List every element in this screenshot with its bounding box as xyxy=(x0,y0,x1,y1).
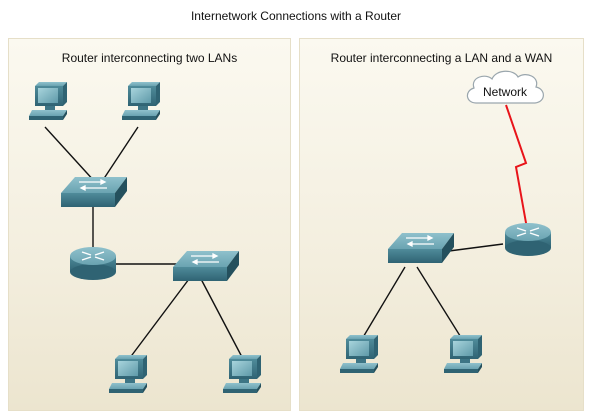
cable-switch-pc1 xyxy=(361,266,406,340)
diagram-title: Internetwork Connections with a Router xyxy=(190,9,402,23)
cable-switch2-pc3 xyxy=(128,278,190,360)
cable-switch2-pc4 xyxy=(200,278,244,360)
two-lans-diagram xyxy=(29,82,261,393)
panel-lan-wan: Router interconnecting a LAN and a WAN N… xyxy=(299,38,584,411)
panel-two-lans: Router interconnecting two LANs xyxy=(8,38,291,411)
cable-pc1-switch xyxy=(44,126,97,184)
cable-switch-router xyxy=(448,243,504,252)
switch-icon xyxy=(61,177,127,207)
cable-switch-pc2 xyxy=(416,266,463,340)
cables xyxy=(361,243,504,340)
panel-title-left: Router interconnecting two LANs xyxy=(61,51,238,65)
pc-icon xyxy=(122,82,160,120)
cable-pc2-switch xyxy=(100,126,139,184)
pc-icon xyxy=(444,335,482,373)
cloud-icon: Network xyxy=(466,70,544,104)
cloud-label: Network xyxy=(483,85,528,99)
pc-icon xyxy=(223,355,261,393)
cables xyxy=(44,126,244,360)
wan-serial-link xyxy=(505,104,529,235)
switch-icon xyxy=(173,251,239,281)
router-icon xyxy=(505,223,551,256)
router-icon xyxy=(70,247,116,280)
panel-title-right: Router interconnecting a LAN and a WAN xyxy=(330,51,553,65)
switch-icon xyxy=(388,233,454,263)
pc-icon xyxy=(109,355,147,393)
lan-wan-diagram: Network xyxy=(340,70,551,373)
pc-icon xyxy=(29,82,67,120)
pc-icon xyxy=(340,335,378,373)
